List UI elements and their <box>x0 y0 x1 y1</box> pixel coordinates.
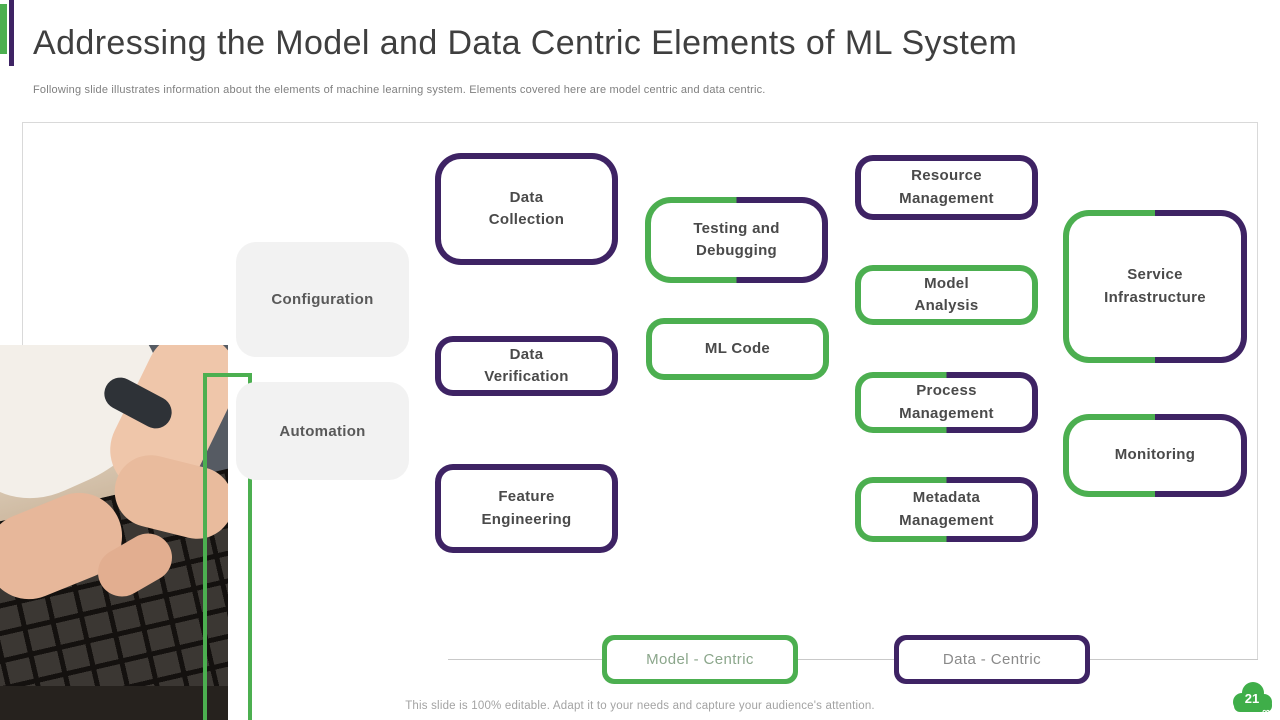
node-testing-and-debugging: Testing and Debugging <box>645 197 828 283</box>
node-metadata-management: Metadata Management <box>855 477 1038 542</box>
legend-divider-line <box>448 659 1258 660</box>
node-feature-engineering: Feature Engineering <box>435 464 618 553</box>
diagram-panel <box>22 122 1258 659</box>
page-number: 21 <box>1244 691 1260 706</box>
node-label: Process Management <box>861 378 1032 427</box>
node-label: Testing and Debugging <box>651 203 822 277</box>
node-label: Service Infrastructure <box>1069 216 1241 357</box>
green-frame-decoration <box>203 373 252 720</box>
node-ml-code: ML Code <box>646 318 829 380</box>
node-label: ML Code <box>652 324 823 374</box>
node-label: Model Analysis <box>861 271 1032 319</box>
node-label: Metadata Management <box>861 483 1032 536</box>
node-model-analysis: Model Analysis <box>855 265 1038 325</box>
node-label: Monitoring <box>1069 420 1241 491</box>
node-resource-management: Resource Management <box>855 155 1038 220</box>
photo-hands-typing-on-laptop <box>0 345 228 720</box>
title-accent-green-bar <box>0 4 7 54</box>
page-number-badge: 21 ∞ <box>1229 681 1275 718</box>
node-label: Data Collection <box>441 159 612 259</box>
node-automation: Automation <box>236 382 409 480</box>
legend-label: Data - Centric <box>899 640 1085 679</box>
node-data-verification: Data Verification <box>435 336 618 396</box>
title-accent-purple-bar <box>9 0 14 66</box>
node-monitoring: Monitoring <box>1063 414 1247 497</box>
page-subtitle: Following slide illustrates information … <box>33 84 766 96</box>
node-label: Resource Management <box>861 161 1032 214</box>
node-process-management: Process Management <box>855 372 1038 433</box>
legend-label: Model - Centric <box>607 640 793 679</box>
node-label: Data Verification <box>441 342 612 390</box>
legend-model-centric: Model - Centric <box>602 635 798 684</box>
infinity-icon: ∞ <box>1262 706 1270 718</box>
legend-data-centric: Data - Centric <box>894 635 1090 684</box>
node-label: Feature Engineering <box>441 470 612 547</box>
editable-note: This slide is 100% editable. Adapt it to… <box>405 700 875 712</box>
photo-bottom-shadow <box>0 686 228 720</box>
node-service-infrastructure: Service Infrastructure <box>1063 210 1247 363</box>
cloud-icon <box>1233 682 1272 712</box>
node-data-collection: Data Collection <box>435 153 618 265</box>
node-configuration: Configuration <box>236 242 409 357</box>
page-title: Addressing the Model and Data Centric El… <box>33 24 1018 62</box>
